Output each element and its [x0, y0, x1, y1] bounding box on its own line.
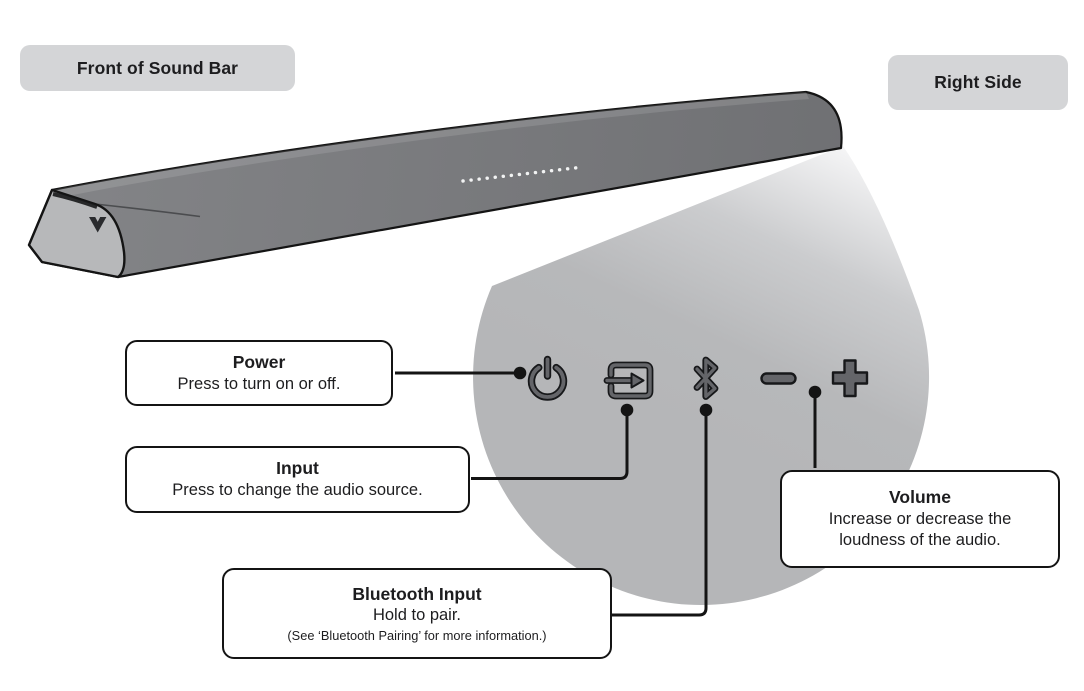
power-callout-dot [513, 366, 527, 380]
right-side-label-text: Right Side [934, 72, 1022, 92]
volume-down-icon [760, 372, 797, 385]
right-side-label: Right Side [888, 55, 1068, 110]
led-dot-display [461, 165, 581, 183]
bluetooth-callout-box: Bluetooth Input Hold to pair. (See ‘Blue… [222, 568, 612, 659]
power-callout-body: Press to turn on or off. [177, 374, 341, 393]
volume-callout-box: Volume Increase or decrease the loudness… [780, 470, 1060, 568]
volume-callout-body-line1: Increase or decrease the [828, 509, 1012, 528]
soundbar-ridge-line [94, 203, 201, 218]
soundbar-end-cap [27, 188, 126, 279]
input-callout-line [471, 411, 629, 480]
front-of-soundbar-label: Front of Sound Bar [20, 45, 295, 91]
power-callout-box: Power Press to turn on or off. [125, 340, 393, 406]
soundbar-top-highlight [52, 92, 809, 197]
volume-callout-dot [808, 385, 822, 399]
bluetooth-callout-body: Hold to pair. [372, 606, 462, 625]
volume-callout-body-line2: loudness of the audio. [839, 531, 1001, 550]
end-cap-top-shadow [52, 192, 98, 209]
vizio-v-logo [89, 217, 107, 233]
bluetooth-callout-title: Bluetooth Input [352, 583, 482, 604]
input-callout-box: Input Press to change the audio source. [125, 446, 470, 513]
volume-callout-title: Volume [889, 487, 951, 508]
callout-endpoint-dots [513, 366, 822, 417]
front-of-soundbar-label-text: Front of Sound Bar [76, 57, 239, 78]
input-callout-dot [620, 403, 634, 417]
power-callout-title: Power [232, 351, 286, 372]
input-icon [603, 361, 654, 400]
callout-connectors [395, 371, 817, 617]
power-icon [527, 355, 568, 401]
input-callout-body: Press to change the audio source. [172, 481, 423, 500]
soundbar-body [27, 90, 843, 279]
input-callout-title: Input [276, 458, 319, 479]
control-buttons [527, 355, 869, 401]
volume-up-icon [831, 359, 869, 398]
bluetooth-callout-note: (See ‘Bluetooth Pairing’ for more inform… [287, 627, 547, 643]
bluetooth-callout-dot [699, 403, 713, 417]
bluetooth-icon [693, 356, 719, 400]
bluetooth-callout-line [611, 411, 708, 617]
